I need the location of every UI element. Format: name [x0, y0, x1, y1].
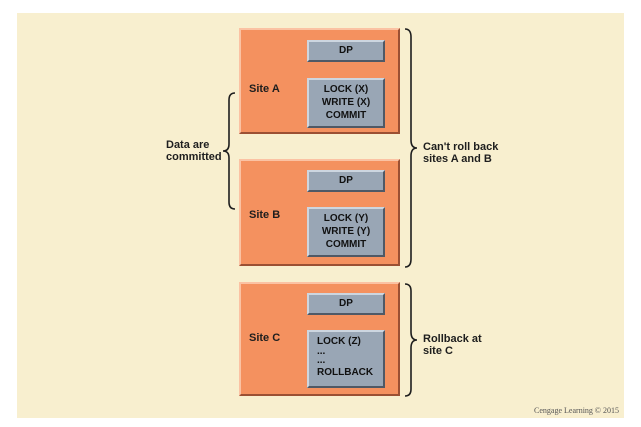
cant-rollback-line-1: Can't roll back	[423, 141, 499, 153]
site-a-dp-label: DP	[339, 45, 353, 56]
committed-line-2: committed	[166, 151, 222, 163]
site-a-label: Site A	[249, 83, 280, 95]
site-b-block: Site B DP LOCK (Y) WRITE (Y) COMMIT	[239, 159, 400, 266]
site-c-op-4: ROLLBACK	[317, 367, 374, 378]
site-b-op-1: LOCK (Y)	[323, 213, 369, 224]
site-c-op-1: LOCK (Z)	[317, 336, 361, 347]
site-b-ops-box: LOCK (Y) WRITE (Y) COMMIT	[307, 207, 385, 257]
site-c-op-2: ...	[317, 346, 326, 357]
credit-text: Cengage Learning © 2015	[534, 406, 619, 415]
site-c-block: Site C DP LOCK (Z) ... ... ROLLBACK	[239, 282, 400, 396]
site-a-op-3: COMMIT	[325, 110, 367, 121]
cant-rollback-brace-path	[404, 28, 418, 268]
site-b-op-3: COMMIT	[325, 239, 367, 250]
rollback-brace-path	[404, 283, 418, 397]
site-c-label: Site C	[249, 332, 281, 344]
site-c-op-3: ...	[317, 355, 326, 366]
site-b-dp-box: DP	[307, 170, 385, 192]
rollback-line-1: Rollback at	[423, 333, 482, 345]
site-b-label: Site B	[249, 209, 281, 221]
site-a-ops-box: LOCK (X) WRITE (X) COMMIT	[307, 78, 385, 128]
site-a-op-2: WRITE (X)	[321, 97, 371, 108]
cant-rollback-note: Can't roll back sites A and B	[423, 141, 498, 165]
committed-brace-path	[222, 92, 236, 210]
site-c-dp-box: DP	[307, 293, 385, 315]
committed-line-1: Data are	[166, 139, 210, 151]
site-a-dp-box: DP	[307, 40, 385, 62]
site-a-op-1: LOCK (X)	[323, 84, 369, 95]
site-c-ops-box: LOCK (Z) ... ... ROLLBACK	[307, 330, 385, 388]
cant-rollback-line-2: sites A and B	[423, 153, 492, 165]
committed-note: Data are committed	[166, 139, 222, 163]
cant-rollback-brace	[404, 28, 418, 268]
site-b-op-2: WRITE (Y)	[321, 226, 371, 237]
site-c-dp-label: DP	[339, 298, 353, 309]
rollback-brace	[404, 283, 418, 397]
committed-brace	[222, 92, 236, 210]
rollback-line-2: site C	[423, 345, 453, 357]
site-b-dp-label: DP	[339, 175, 353, 186]
site-a-block: Site A DP LOCK (X) WRITE (X) COMMIT	[239, 28, 400, 134]
rollback-note: Rollback at site C	[423, 333, 482, 357]
